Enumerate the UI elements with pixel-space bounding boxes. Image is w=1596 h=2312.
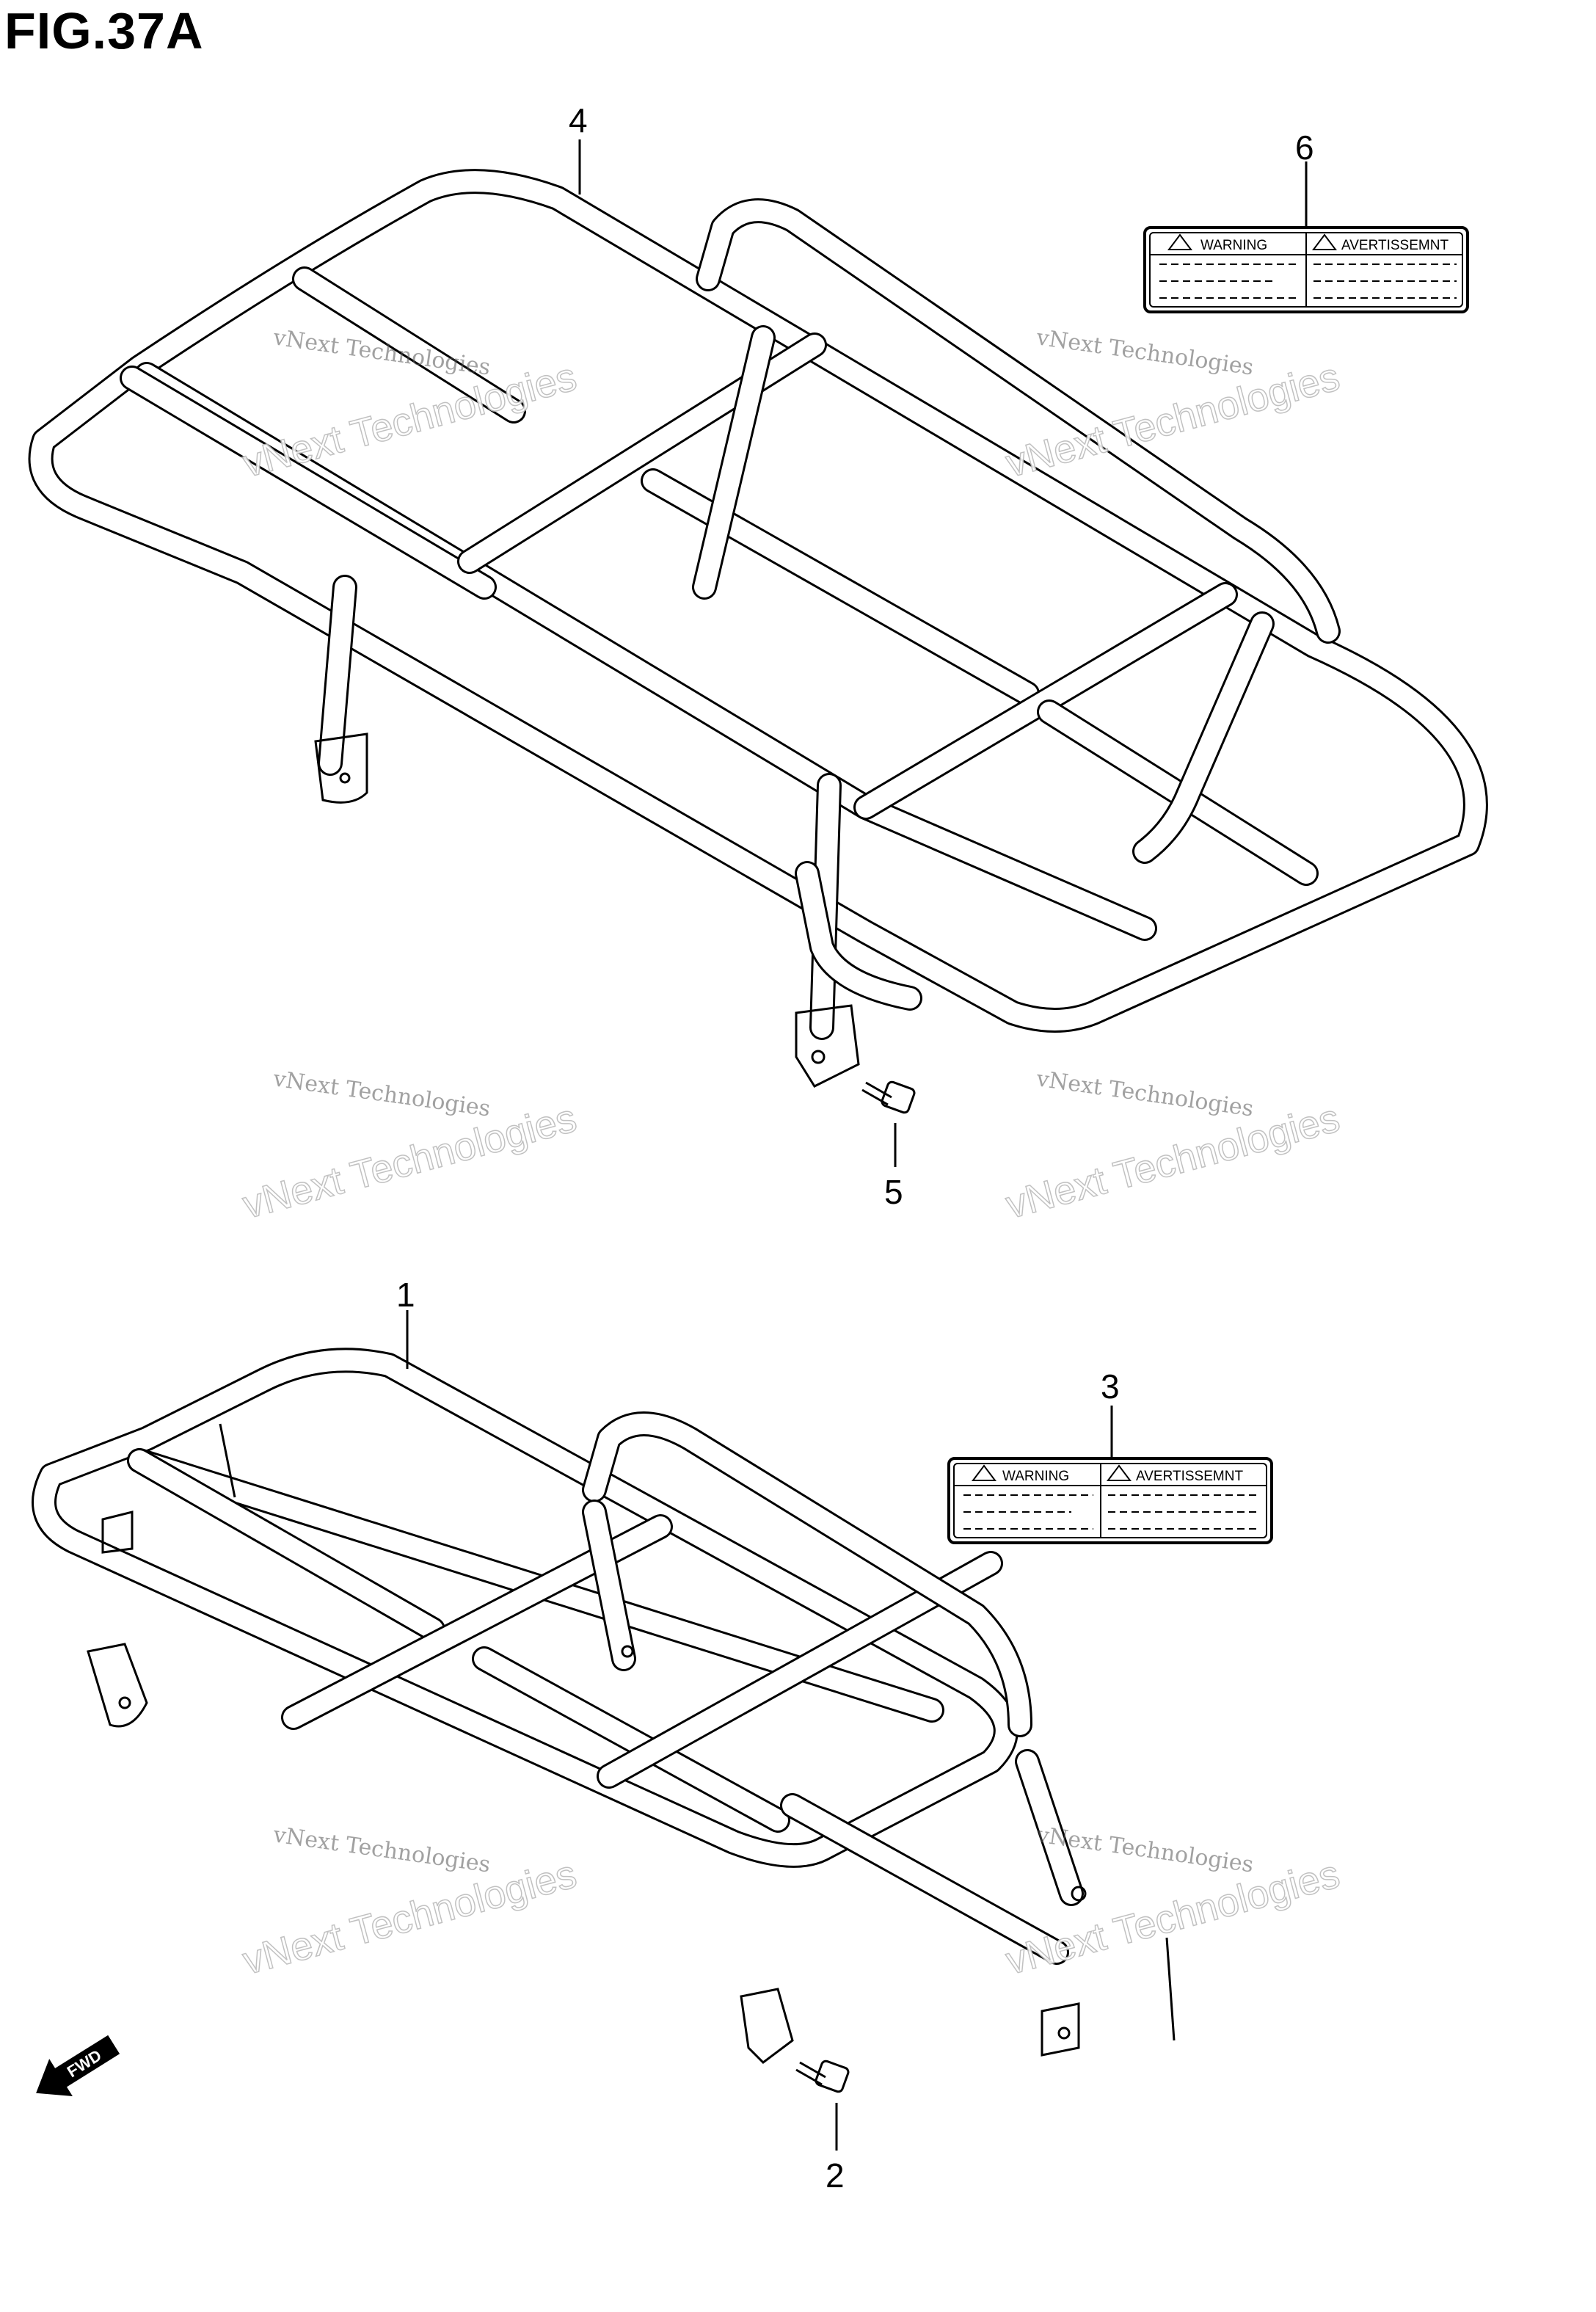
svg-text:vNext Technologies: vNext Technologies (1002, 1096, 1344, 1227)
warning-label-6[interactable]: WARNING AVERTISSEMNT (1143, 226, 1469, 313)
callout-2[interactable]: 2 (826, 2156, 845, 2195)
figure-title: FIG.37A (4, 2, 204, 59)
label-6-warning-text: WARNING (1200, 238, 1267, 253)
svg-text:vNext Technologies: vNext Technologies (271, 1822, 492, 1877)
callout-4[interactable]: 4 (569, 101, 588, 139)
svg-text:vNext Technologies: vNext Technologies (1034, 1066, 1255, 1122)
svg-text:vNext Technologies: vNext Technologies (238, 1096, 581, 1227)
watermark-top-left: vNext Technologies vNext Technologies (238, 324, 581, 486)
label-6-avertissement-text: AVERTISSEMNT (1341, 238, 1449, 253)
callout-5[interactable]: 5 (884, 1173, 903, 1211)
callout-6[interactable]: 6 (1295, 128, 1314, 167)
svg-text:vNext Technologies: vNext Technologies (238, 1852, 581, 1983)
bolt-2[interactable] (795, 2060, 850, 2093)
label-3-warning-text: WARNING (1002, 1469, 1069, 1484)
watermark-bottom-left: vNext Technologies vNext Technologies (238, 1822, 581, 1983)
callout-3[interactable]: 3 (1101, 1367, 1120, 1406)
svg-text:vNext Technologies: vNext Technologies (238, 355, 581, 486)
bolt-5[interactable] (861, 1080, 916, 1114)
fwd-arrow: FWD (36, 2035, 120, 2097)
watermark-middle-right: vNext Technologies vNext Technologies (1001, 1066, 1344, 1227)
rear-carrier-assembly[interactable] (28, 169, 1488, 1088)
svg-text:vNext Technologies: vNext Technologies (1034, 324, 1255, 380)
warning-label-3[interactable]: WARNING AVERTISSEMNT (947, 1457, 1273, 1544)
label-3-avertissement-text: AVERTISSEMNT (1136, 1469, 1243, 1484)
watermark-bottom-right: vNext Technologies vNext Technologies (1001, 1822, 1344, 1983)
watermark-middle-left: vNext Technologies vNext Technologies (238, 1066, 581, 1227)
svg-text:vNext Technologies: vNext Technologies (271, 1066, 492, 1122)
svg-text:vNext Technologies: vNext Technologies (1002, 355, 1344, 486)
front-carrier-assembly[interactable] (32, 1348, 1176, 2064)
callout-1[interactable]: 1 (396, 1276, 415, 1314)
